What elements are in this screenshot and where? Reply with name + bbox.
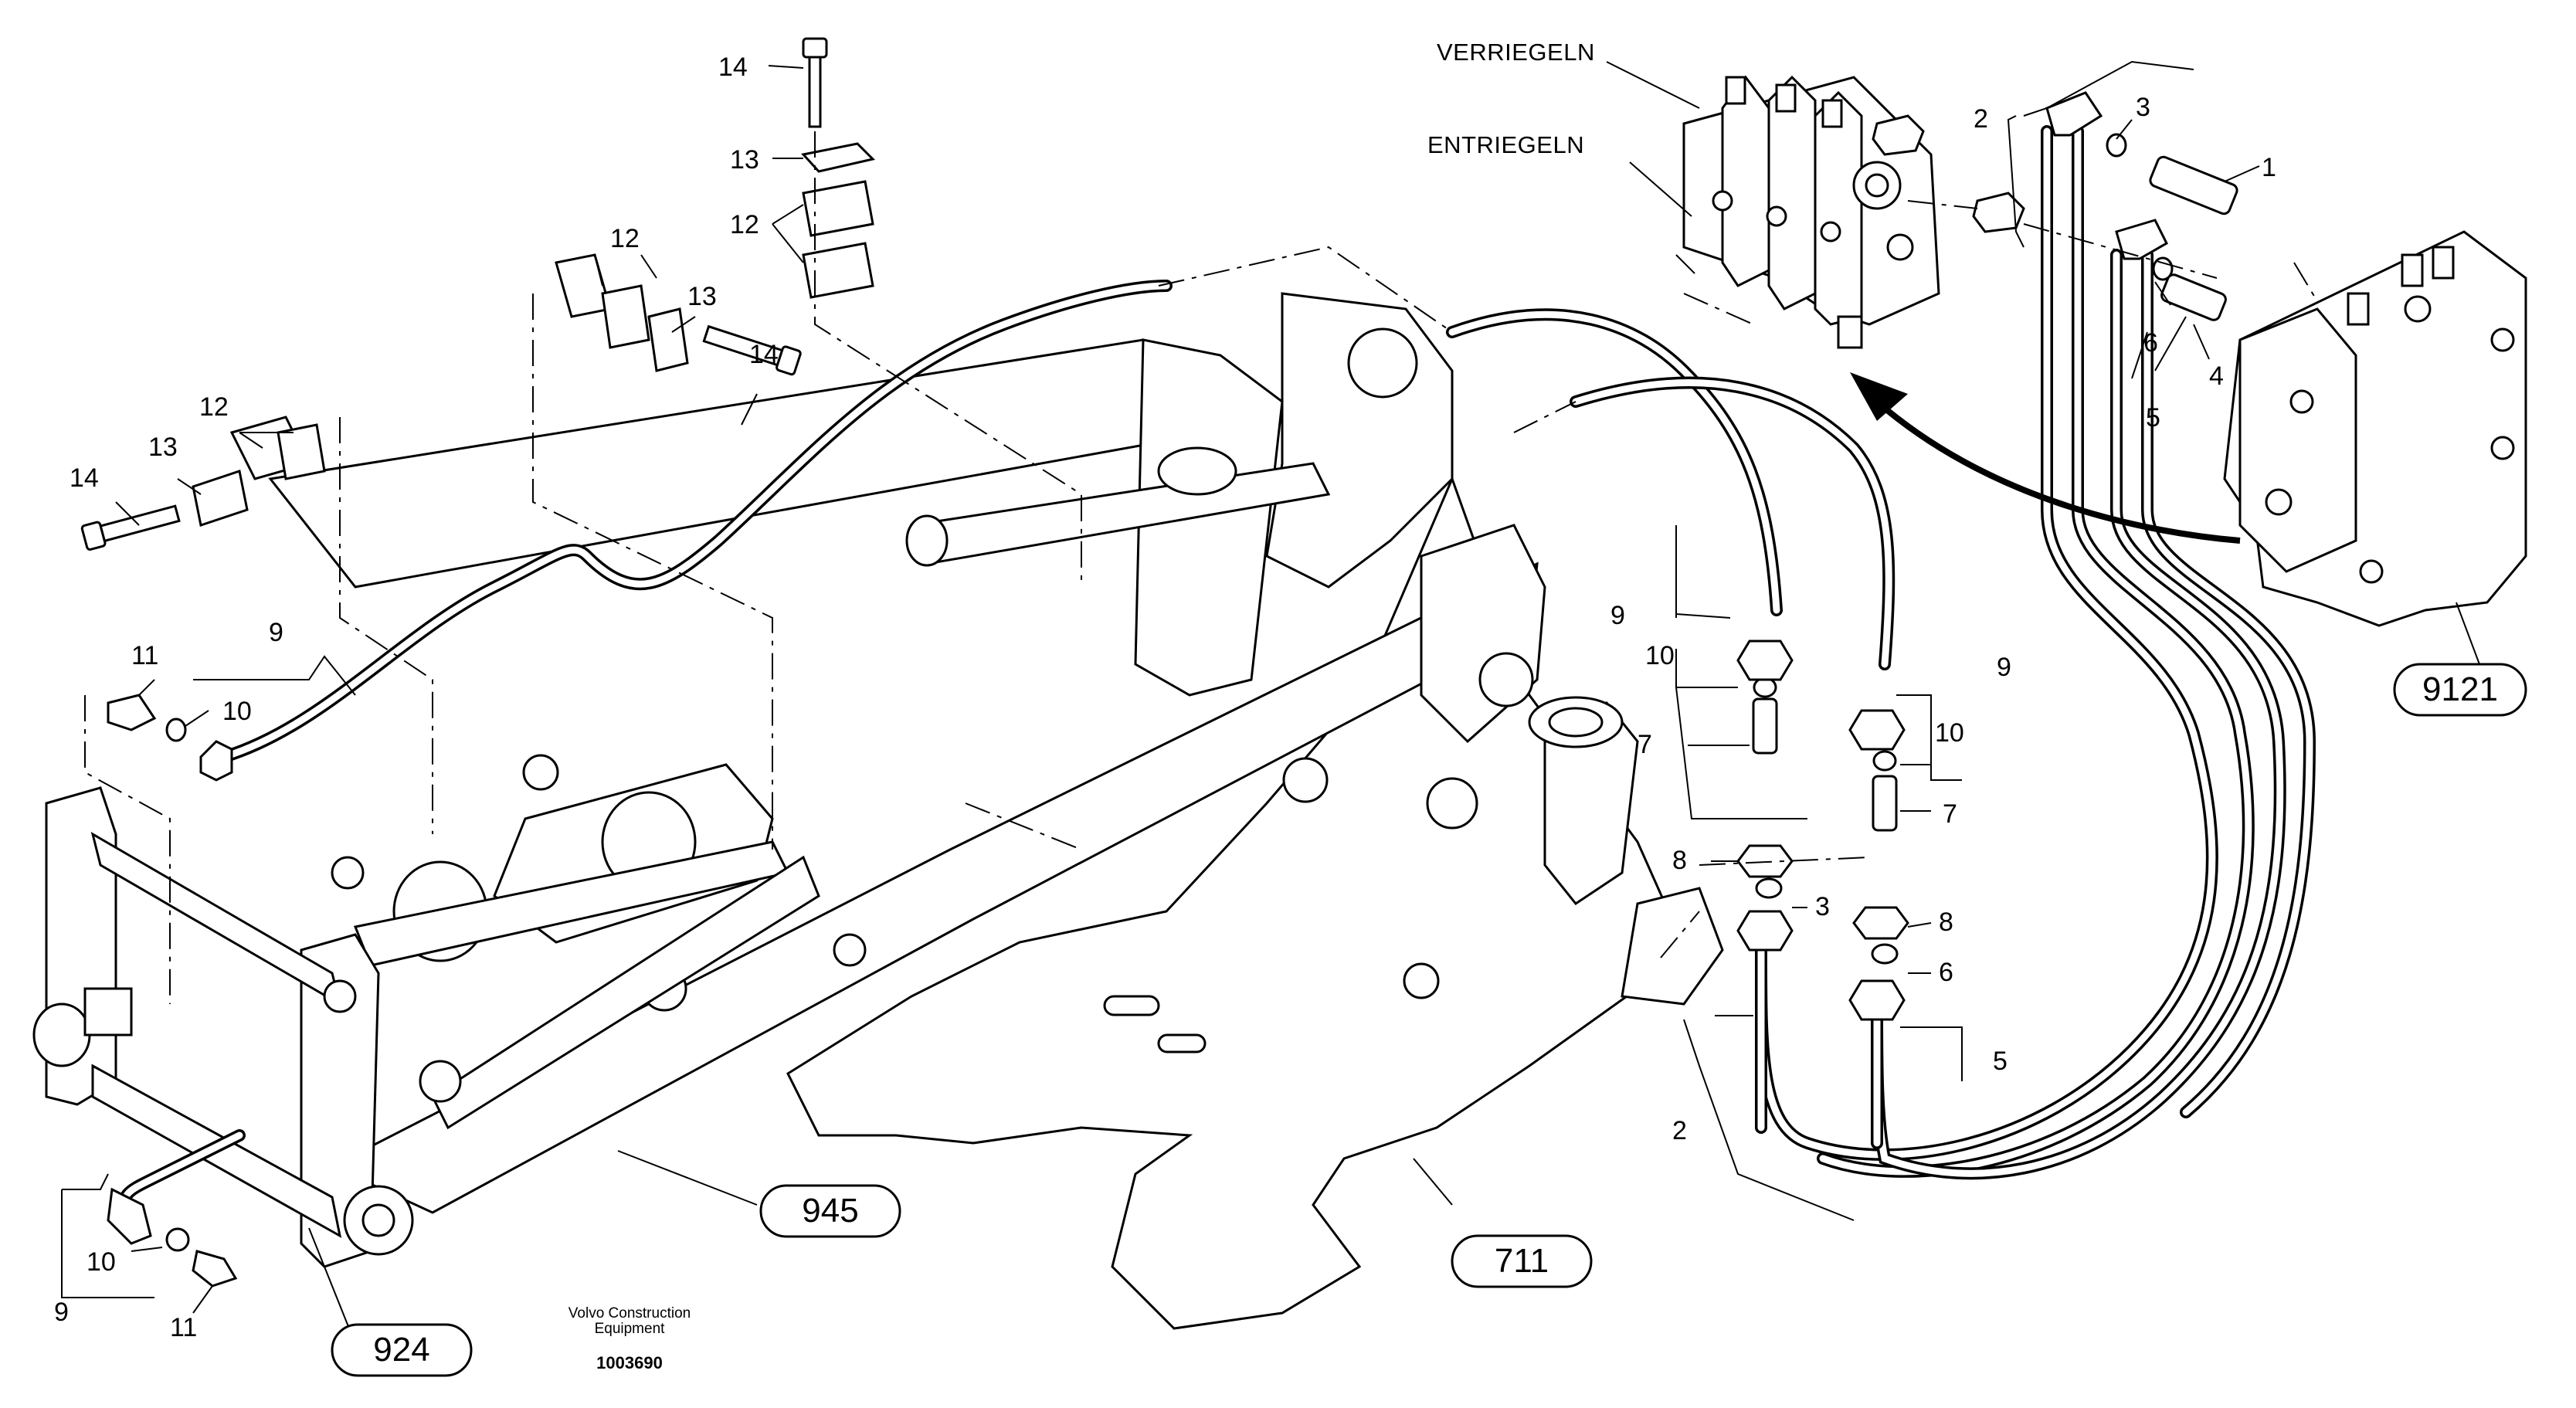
callout-12-mid: 12 <box>610 224 640 253</box>
leader-lines <box>61 60 2488 1345</box>
callout-9-upper-left: 9 <box>269 618 283 647</box>
group-badge-711: 711 <box>1451 1234 1593 1288</box>
hoses <box>118 125 2316 1219</box>
callout-3-upper: 3 <box>2136 93 2150 122</box>
callout-13-top: 13 <box>730 145 759 175</box>
callout-1: 1 <box>2262 153 2276 182</box>
callout-9-lower-left: 9 <box>54 1298 69 1327</box>
flow-arrow <box>1850 372 2241 544</box>
group-9121-label: 9121 <box>2422 670 2498 708</box>
callout-12-left: 12 <box>199 392 229 422</box>
attachment-bracket-924 <box>32 786 414 1268</box>
group-945-label: 945 <box>802 1192 858 1230</box>
callout-numbers: 14 13 12 12 13 14 12 13 14 9 11 10 10 11… <box>54 53 2276 1342</box>
callout-14-top: 14 <box>718 53 748 82</box>
callout-10-upper: 10 <box>222 697 252 726</box>
callout-10-right-a: 10 <box>1645 641 1675 670</box>
callout-6-lower: 6 <box>1939 958 1953 987</box>
label-entriegeln: ENTRIEGELN <box>1427 131 1584 158</box>
group-924-label: 924 <box>373 1331 429 1369</box>
callout-11-upper: 11 <box>131 641 158 670</box>
callout-14-mid: 14 <box>749 340 779 369</box>
callout-8-right: 8 <box>1939 908 1953 937</box>
brand-line-2: Equipment <box>595 1321 666 1337</box>
brand-line-1: Volvo Construction <box>568 1305 691 1321</box>
callout-7-right-a: 7 <box>1638 730 1652 759</box>
callout-4: 4 <box>2209 361 2224 391</box>
group-711-label: 711 <box>1495 1242 1549 1280</box>
callout-9-right-a: 9 <box>1610 601 1625 630</box>
callout-5-lower: 5 <box>1993 1047 2008 1076</box>
group-badge-924: 924 <box>331 1323 473 1377</box>
drawing-number: 1003690 <box>596 1353 663 1372</box>
callout-13-mid: 13 <box>687 282 717 311</box>
callout-8-left: 8 <box>1672 846 1687 875</box>
callout-2-lower: 2 <box>1672 1116 1687 1145</box>
callout-3-lower: 3 <box>1815 892 1830 921</box>
bolt-14-top <box>802 37 828 59</box>
callout-13-left: 13 <box>148 433 178 462</box>
callout-12-top: 12 <box>730 210 759 239</box>
small-parts <box>80 37 2238 1288</box>
footer-block: Volvo Construction Equipment 1003690 <box>568 1305 691 1372</box>
callout-9-right-b: 9 <box>1997 653 2011 682</box>
label-verriegeln: VERRIEGELN <box>1437 39 1595 66</box>
callout-11-lower: 11 <box>170 1313 197 1342</box>
callout-14-left: 14 <box>70 463 99 493</box>
group-badge-945: 945 <box>759 1184 901 1238</box>
callout-2-upper: 2 <box>1974 104 1988 134</box>
lift-arm-945 <box>268 338 1546 1214</box>
callout-7-right-b: 7 <box>1943 799 1957 829</box>
callout-10-lower: 10 <box>87 1247 116 1277</box>
callout-10-right-b: 10 <box>1935 718 1964 748</box>
callout-6-upper: 6 <box>2143 328 2158 358</box>
centerlines <box>84 131 2318 1004</box>
hydraulic-valve-9121 <box>2223 230 2527 627</box>
callout-5-upper: 5 <box>2146 403 2160 433</box>
group-badge-9121: 9121 <box>2393 663 2527 717</box>
